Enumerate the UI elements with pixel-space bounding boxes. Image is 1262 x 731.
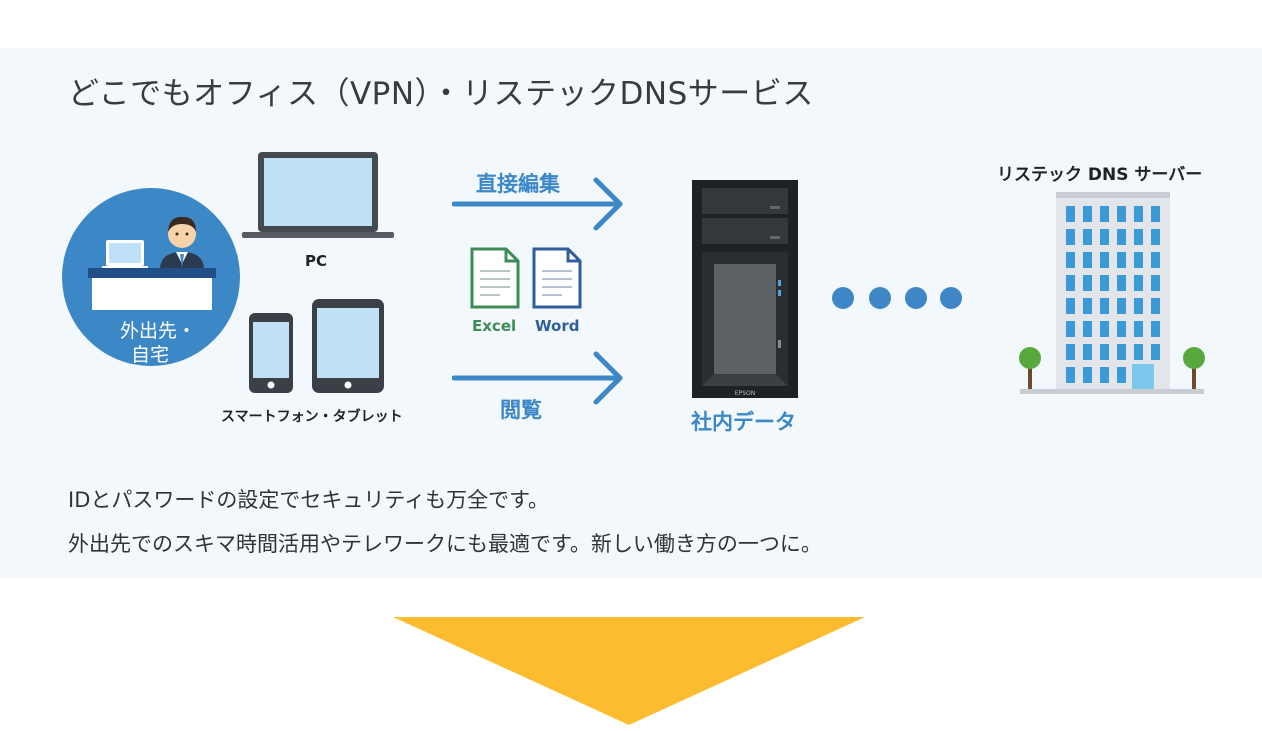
- building-window: [1134, 298, 1143, 314]
- building-window: [1151, 298, 1160, 314]
- building-window: [1151, 206, 1160, 222]
- laptop-icon: [242, 152, 394, 238]
- building-window: [1083, 298, 1092, 314]
- building-window: [1083, 321, 1092, 337]
- view-arrow: [452, 351, 623, 405]
- building-window: [1066, 298, 1075, 314]
- connection-dot: [940, 287, 962, 309]
- connection-dot: [905, 287, 927, 309]
- building-window: [1083, 367, 1092, 383]
- building-window: [1134, 344, 1143, 360]
- building-window: [1117, 321, 1126, 337]
- server-tower-illustration: EPSON: [692, 180, 798, 398]
- building-window: [1151, 252, 1160, 268]
- dns-server-label: リステック DNS サーバー: [997, 165, 1203, 185]
- building-window: [1134, 206, 1143, 222]
- building-window: [1117, 206, 1126, 222]
- building-window: [1151, 229, 1160, 245]
- view-label: 閲覧: [500, 398, 542, 422]
- building-window: [1083, 206, 1092, 222]
- building-window: [1100, 229, 1109, 245]
- building-window: [1083, 229, 1092, 245]
- building-window: [1117, 367, 1126, 383]
- mobile-label: スマートフォン・タブレット: [221, 409, 403, 425]
- building-window: [1066, 344, 1075, 360]
- location-label-line1: 外出先・: [120, 320, 197, 342]
- down-arrow-icon: [393, 617, 865, 725]
- building-window: [1066, 206, 1075, 222]
- word-label: Word: [535, 317, 580, 335]
- building-window: [1100, 298, 1109, 314]
- connection-dot: [869, 287, 891, 309]
- remote-worker-illustration: [62, 188, 240, 366]
- building-window: [1066, 252, 1075, 268]
- building-illustration: [1019, 192, 1205, 394]
- building-window: [1117, 229, 1126, 245]
- location-label-line2: 自宅: [130, 344, 169, 366]
- building-window: [1083, 252, 1092, 268]
- building-window: [1134, 275, 1143, 291]
- direct-edit-label: 直接編集: [476, 172, 560, 196]
- pc-label: PC: [305, 252, 328, 270]
- company-data-label: 社内データ: [691, 410, 796, 434]
- building-window: [1117, 275, 1126, 291]
- building-window: [1134, 252, 1143, 268]
- building-window: [1134, 229, 1143, 245]
- smartphone-icon: [249, 313, 293, 393]
- building-window: [1117, 252, 1126, 268]
- building-window: [1134, 321, 1143, 337]
- building-window: [1117, 298, 1126, 314]
- word-document-icon: [532, 247, 582, 309]
- building-window: [1066, 367, 1075, 383]
- building-window: [1083, 344, 1092, 360]
- building-window: [1066, 321, 1075, 337]
- building-window: [1117, 344, 1126, 360]
- building-window: [1083, 275, 1092, 291]
- description-line-2: 外出先でのスキマ時間活用やテレワークにも最適です。新しい働き方の一つに。: [68, 532, 822, 556]
- building-window: [1100, 206, 1109, 222]
- server-brand: EPSON: [735, 390, 755, 397]
- tablet-icon: [312, 299, 384, 393]
- page-title: どこでもオフィス（VPN）・リステックDNSサービス: [68, 76, 814, 112]
- building-window: [1100, 321, 1109, 337]
- building-window: [1151, 275, 1160, 291]
- connection-dot: [832, 287, 854, 309]
- direct-edit-arrow: [452, 177, 623, 231]
- building-window: [1100, 367, 1109, 383]
- building-window: [1100, 275, 1109, 291]
- building-window: [1151, 344, 1160, 360]
- building-window: [1151, 321, 1160, 337]
- description-line-1: IDとパスワードの設定でセキュリティも万全です。: [68, 488, 550, 512]
- excel-document-icon: [470, 247, 520, 309]
- building-window: [1100, 344, 1109, 360]
- building-window: [1100, 252, 1109, 268]
- building-window: [1066, 229, 1075, 245]
- excel-label: Excel: [472, 317, 517, 335]
- building-window: [1066, 275, 1075, 291]
